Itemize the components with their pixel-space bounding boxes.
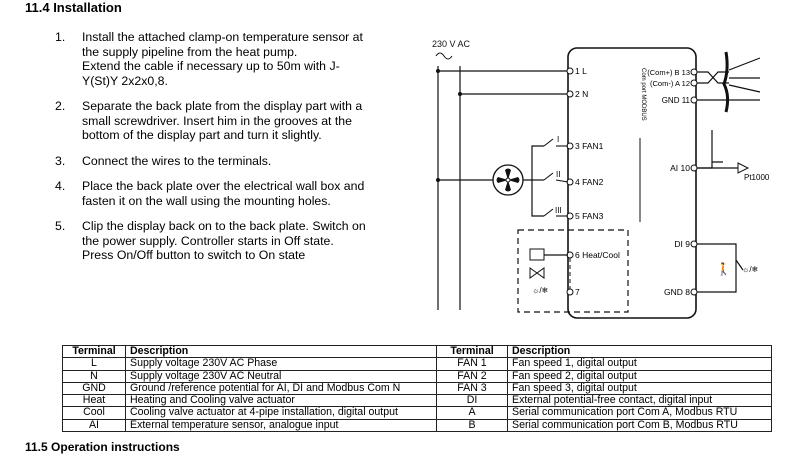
description-cell: Fan speed 3, digital output [507,381,772,396]
terminal-label: 4 FAN2 [575,177,604,187]
table-row: Cool Cooling valve actuator at 4-pipe in… [62,406,772,420]
step-line: Place the back plate over the electrical… [82,179,365,193]
step-number: 3. [55,153,66,168]
step-number: 1. [55,30,66,44]
ac-symbol [435,52,453,60]
terminal-cell: GND [62,381,126,396]
terminal-cell: AI [62,418,126,433]
column-header: Description [125,344,437,359]
terminal-label: 7 [575,287,580,297]
installation-steps: 1. Install the attached clamp-on tempera… [55,30,400,274]
description-cell: Ground /reference potential for AI, DI a… [125,381,437,396]
terminal-cell: DI [436,394,508,408]
description-cell: Fan speed 1, digital output [507,357,772,371]
valve-box [517,229,629,313]
column-header: Terminal [436,344,508,359]
sensor-label: Pt1000 [744,173,770,182]
terminal-cell: A [436,406,508,420]
step-number: 4. [55,179,66,193]
terminal-cell: Cool [62,406,126,420]
terminal-table-wrap: Terminal Description Terminal Descriptio… [62,344,772,433]
description-cell: External temperature sensor, analogue in… [125,418,437,433]
description-cell: Fan speed 2, digital output [507,369,772,383]
step-number: 5. [55,219,66,233]
terminal-cell: FAN 1 [436,357,508,371]
left-terminals [566,67,574,296]
terminal-cell: Heat [62,394,126,408]
description-cell: Serial communication port Com B, Modbus … [507,418,772,433]
step-line: Connect the wires to the terminals. [82,153,272,168]
step-line: the power supply. Controller starts in O… [82,233,334,248]
description-cell: Heating and Cooling valve actuator [125,394,437,408]
step-line: Separate the back plate from the display… [82,99,363,113]
description-cell: Supply voltage 230V AC Neutral [125,369,437,383]
terminal-label: GND 8 [664,287,690,297]
terminal-cell: FAN 3 [436,381,508,396]
step-line: Clip the display back on to the back pla… [82,219,366,233]
table-row: GND Ground /reference potential for AI, … [62,381,772,396]
table-header-row: Terminal Description Terminal Descriptio… [62,344,772,359]
terminal-cell: B [436,418,508,433]
table-row: Heat Heating and Cooling valve actuator … [62,394,772,408]
terminal-label: 5 FAN3 [575,211,604,221]
step-number: 2. [55,99,66,113]
speed-mark: III [555,206,562,215]
terminal-label: 1 L [575,66,587,76]
terminal-label: 2 N [575,89,588,99]
terminal-label: 6 Heat/Cool [575,250,620,260]
terminal-table: Terminal Description Terminal Descriptio… [62,344,772,433]
step-line: Install the attached clamp-on temperatur… [82,30,363,44]
step-line: small screwdriver. Insert him in the gro… [82,113,352,128]
wiring-diagram: 230 V AC 1 L 2 N 3 FAN1 4 FAN2 5 FAN3 6 … [432,39,770,319]
speed-switches [543,138,569,217]
terminal-label: (Com+) B 13 [647,68,690,77]
description-cell: Supply voltage 230V AC Phase [125,357,437,371]
description-cell: Cooling valve actuator at 4-pipe install… [125,406,437,420]
next-section-title: 11.5 Operation instructions [25,440,180,454]
speed-mark: I [557,135,559,144]
step-line: Extend the cable if necessary up to 50m … [82,59,340,73]
step-2: 2. Separate the back plate from the disp… [55,99,400,143]
step-line: Y(St)Y 2x2x0,8. [82,73,168,88]
step-line: bottom of the display part and turn it s… [82,128,322,142]
table-row: N Supply voltage 230V AC Neutral FAN 2 F… [62,369,772,383]
description-cell: Serial communication port Com A, Modbus … [507,406,772,420]
heat-cool-symbol: ☼/❄ [532,286,548,295]
heat-cool-symbol: ☼/❄ [742,265,758,274]
step-line: the supply pipeline from the heat pump. [82,44,298,59]
step-4: 4. Place the back plate over the electri… [55,179,400,208]
step-3: 3. Connect the wires to the terminals. [55,154,400,169]
section-title: 11.4 Installation [25,0,122,15]
sensor-icon [737,162,750,174]
terminal-label: 3 FAN1 [575,141,604,151]
description-cell: External potential-free contact, digital… [507,394,772,408]
terminal-label: DI 9 [674,239,690,249]
speed-mark: II [556,170,560,179]
fan-icon [492,164,524,196]
step-1: 1. Install the attached clamp-on tempera… [55,30,400,88]
bus-label: Com port MODBUS [640,68,646,121]
step-line: Press On/Off button to switch to On stat… [82,248,306,262]
terminal-label: GND 11 [662,96,691,105]
terminal-cell: N [62,369,126,383]
step-line: fasten it on the wall using the mounting… [82,193,331,208]
step-5: 5. Clip the display back on to the back … [55,219,400,263]
table-row: L Supply voltage 230V AC Phase FAN 1 Fan… [62,357,772,371]
terminal-cell: FAN 2 [436,369,508,383]
column-header: Description [507,344,772,359]
modbus-cable [697,51,761,113]
terminal-label: AI 10 [670,163,690,173]
valve-icon [529,248,545,279]
terminal-cell: L [62,357,126,371]
column-header: Terminal [62,344,126,359]
supply-label: 230 V AC [432,39,471,49]
person-icon: 🚶 [716,262,731,276]
terminal-label: (Com-) A 12 [650,79,690,88]
table-row: AI External temperature sensor, analogue… [62,418,772,433]
